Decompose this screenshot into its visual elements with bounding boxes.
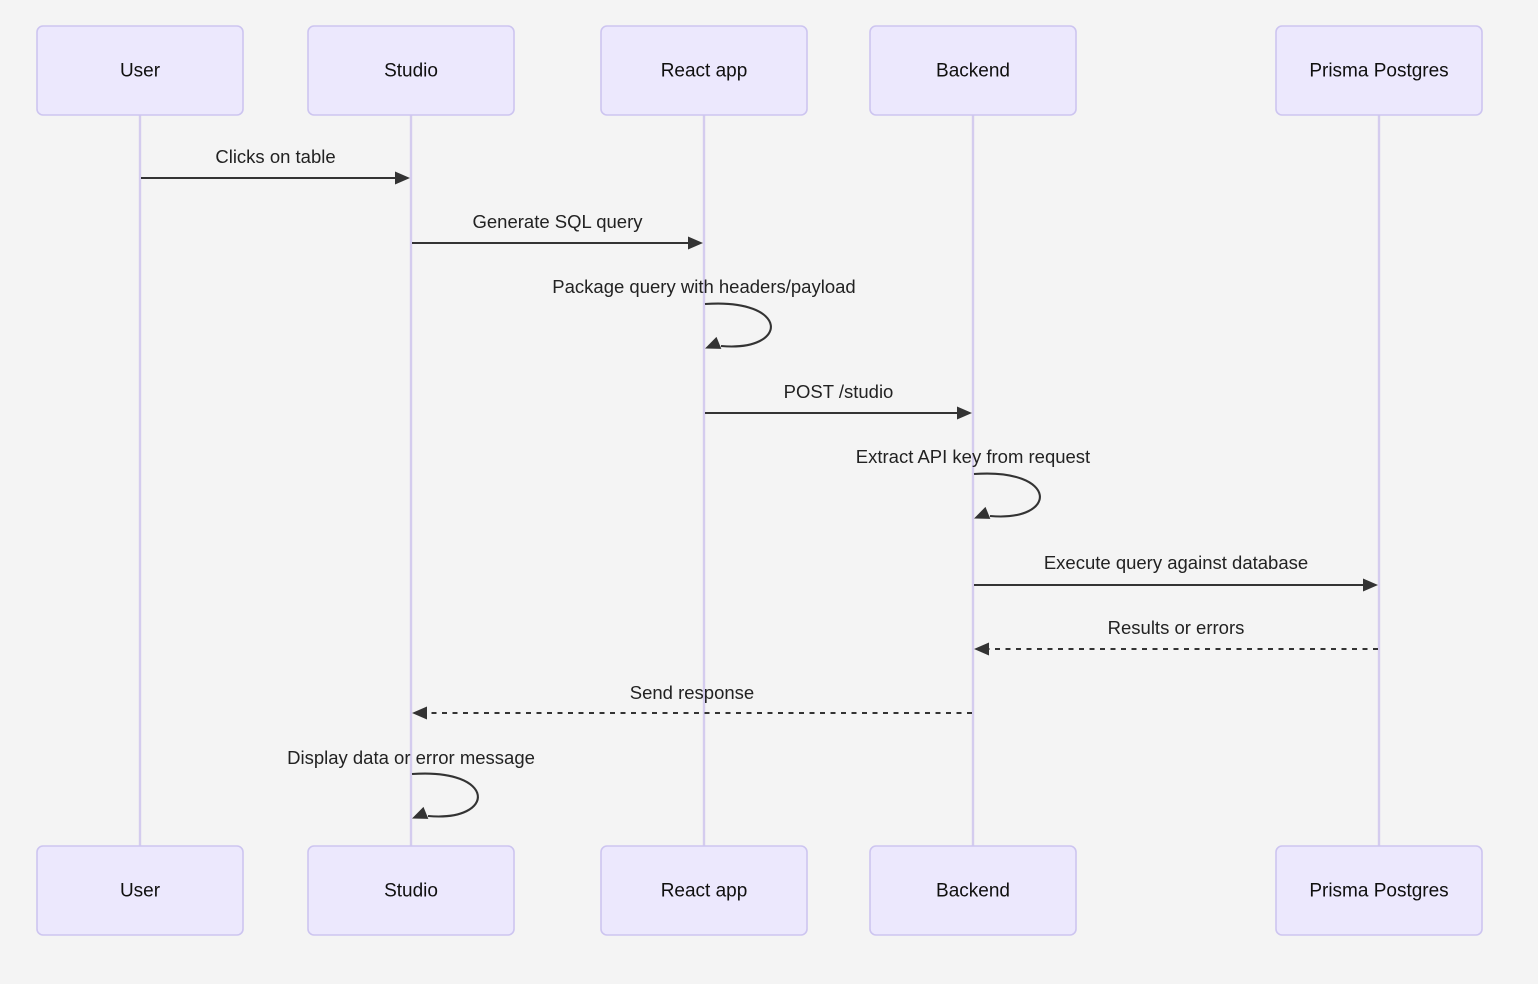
actor-react-app-top[interactable]: React app	[600, 25, 808, 116]
message-6-backend-to-prisma-postgres: Execute query against database	[974, 552, 1378, 592]
actor-prisma-postgres-bottom[interactable]: Prisma Postgres	[1275, 845, 1483, 936]
message-label-4: POST /studio	[784, 381, 894, 402]
message-label-8: Send response	[630, 682, 754, 703]
actor-box-studio-top	[307, 25, 515, 116]
message-label-6: Execute query against database	[1044, 552, 1308, 573]
self-loop-path-react-app	[704, 302, 772, 348]
actor-label-react-app-top: React app	[661, 61, 748, 82]
message-1-user-to-studio: Clicks on table	[141, 146, 410, 185]
actor-backend-bottom[interactable]: Backend	[869, 845, 1077, 936]
actor-backend-top[interactable]: Backend	[869, 25, 1077, 116]
self-loop-path-studio	[411, 772, 479, 818]
actor-boxes-top: User Studio React app Backend Prisma Postgre…	[36, 25, 1483, 116]
message-5-backend-to-backend: Extract API key from request	[856, 446, 1090, 519]
message-label-3: Package query with headers/payload	[552, 276, 855, 297]
actor-label-backend-top: Backend	[936, 61, 1010, 82]
actor-label-user-bottom: User	[120, 881, 161, 902]
message-label-1: Clicks on table	[215, 146, 335, 167]
message-label-2: Generate SQL query	[472, 211, 643, 232]
message-label-7: Results or errors	[1108, 617, 1245, 638]
actor-user-bottom[interactable]: User	[36, 845, 244, 936]
actor-box-react-app-top	[600, 25, 808, 116]
arrow-head-7	[974, 642, 989, 656]
actor-box-prisma-postgres-bottom	[1275, 845, 1483, 936]
arrow-head-backend-self	[974, 506, 991, 519]
lifelines-group	[138, 115, 1381, 846]
arrow-head-2	[688, 236, 703, 250]
actor-user-top[interactable]: User	[36, 25, 244, 116]
message-4-react-app-to-backend: POST /studio	[705, 381, 972, 420]
actor-label-react-app-bottom: React app	[661, 881, 748, 902]
message-7-prisma-postgres-to-backend: Results or errors	[974, 617, 1378, 656]
arrow-head-8	[412, 706, 427, 720]
actor-label-prisma-postgres-bottom: Prisma Postgres	[1309, 881, 1448, 902]
arrow-head-studio-self	[412, 806, 429, 819]
message-label-9: Display data or error message	[287, 747, 535, 768]
message-label-5: Extract API key from request	[856, 446, 1090, 467]
arrow-head-6	[1363, 578, 1378, 592]
actor-box-backend-bottom	[869, 845, 1077, 936]
self-loop-path-backend	[973, 472, 1041, 518]
actor-box-backend-top	[869, 25, 1077, 116]
arrow-head-1	[395, 171, 410, 185]
message-8-backend-to-studio: Send response	[412, 682, 972, 720]
actor-studio-bottom[interactable]: Studio	[307, 845, 515, 936]
message-2-studio-to-react-app: Generate SQL query	[412, 211, 703, 250]
actor-studio-top[interactable]: Studio	[307, 25, 515, 116]
actor-label-studio-bottom: Studio	[384, 881, 438, 902]
message-3-react-app-to-react-app: Package query with headers/payload	[552, 276, 856, 349]
actor-box-react-app-bottom	[600, 845, 808, 936]
actor-label-user-top: User	[120, 61, 161, 82]
actor-box-prisma-postgres-top	[1275, 25, 1483, 116]
arrow-head-react-app-self	[705, 336, 722, 349]
actor-label-prisma-postgres-top: Prisma Postgres	[1309, 61, 1448, 82]
actor-prisma-postgres-top[interactable]: Prisma Postgres	[1275, 25, 1483, 116]
arrow-head-4	[957, 406, 972, 420]
actor-boxes-bottom: User Studio React app Backend Prisma Postgre…	[36, 845, 1483, 936]
message-9-studio-to-studio: Display data or error message	[287, 747, 535, 819]
actor-box-studio-bottom	[307, 845, 515, 936]
actor-box-user-bottom	[36, 845, 244, 936]
actor-box-user-top	[36, 25, 244, 116]
actor-react-app-bottom[interactable]: React app	[600, 845, 808, 936]
actor-label-backend-bottom: Backend	[936, 881, 1010, 902]
actor-label-studio-top: Studio	[384, 61, 438, 82]
